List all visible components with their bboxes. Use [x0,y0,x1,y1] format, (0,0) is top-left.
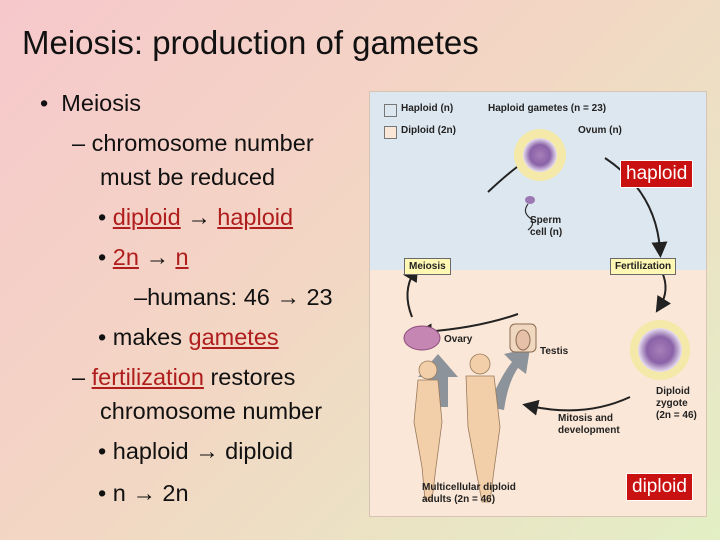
bullet-dot: • [98,438,113,464]
bullet-makes-gametes: • makes gametes [98,324,279,350]
dash: – [72,364,92,390]
bullet-2n-n: • 2n → n [98,244,189,270]
bullet-dot: • [98,244,113,270]
arrow-up-to-meiosis [403,265,419,318]
slide-title: Meiosis: production of gametes [22,24,479,61]
ovum-cell-icon [523,138,557,172]
arrow-gametes-to-fertilization [604,157,668,258]
arrow-testis-to-meiosis [416,313,519,340]
dash: – [72,130,92,156]
arrow-icon: → [187,204,211,230]
arrow-fertilization-to-zygote [655,271,672,313]
ovum-label: Ovum (n) [578,125,622,136]
haploid-badge: haploid [620,160,694,188]
sperm-tail-icon [524,203,534,231]
testis-label: Testis [540,346,569,357]
woman-figure-icon [413,360,443,501]
sperm-label-1: Sperm [530,215,562,226]
arrow-icon: → [195,438,219,464]
arrow-icon: → [276,284,300,310]
haploid-gametes-label: Haploid gametes (n = 23) [488,103,607,114]
legend-swatch-haploid [384,104,397,117]
subbullet-continuation-2: chromosome number [100,398,323,424]
mitosis-label-1: Mitosis and [558,413,614,424]
bullet-haploid-diploid: • haploid → diploid [98,438,294,464]
bullet-dot: • [98,204,113,230]
diploid-badge: diploid [626,473,693,501]
meiosis-label: Meiosis [404,258,451,275]
mitosis-label-2: development [558,425,620,436]
bullet-meiosis: • Meiosis [40,90,141,116]
bullet-diploid-haploid: • diploid → haploid [98,204,294,230]
ovary-icon [403,325,441,351]
grey-arrow-right-icon [488,348,530,410]
sperm-head-icon [525,196,535,204]
dash: – [134,284,148,310]
subbullet-fertilization: – fertilization restores [72,364,296,390]
zygote-label-2: zygote [656,398,688,409]
life-cycle-figure: Haploid (n) Diploid (2n) Haploid gametes… [369,91,707,517]
adults-label-1: Multicellular diploid [422,482,516,493]
zygote-label-3: (2n = 46) [656,410,697,421]
ovary-label: Ovary [444,334,473,345]
bullet-n-2n: • n → 2n [98,480,189,506]
zygote-label-1: Diploid [656,386,690,397]
sperm-label-2: cell (n) [530,227,563,238]
testis-icon [515,329,531,351]
subbullet-chromosome-number: – chromosome number [72,130,314,156]
legend-diploid: Diploid (2n) [401,125,456,136]
arrow-icon: → [132,480,156,506]
arrow-zygote-to-adults [522,396,631,416]
subbullet-humans: –humans: 46 → 23 [134,284,333,310]
adults-label-2: adults (2n = 46) [422,494,496,505]
arrow-icon: → [145,244,169,270]
legend-swatch-diploid [384,126,397,139]
man-figure-icon [465,353,501,503]
zygote-cell-icon [638,328,682,372]
fertilization-label: Fertilization [610,258,677,275]
bullet-dot: • [98,324,113,350]
subbullet-continuation: must be reduced [100,164,276,190]
bullet-dot: • [98,480,113,506]
bullet-dot: • [40,90,62,116]
life-cycle-diagram [403,129,690,503]
legend-haploid: Haploid (n) [401,103,454,114]
